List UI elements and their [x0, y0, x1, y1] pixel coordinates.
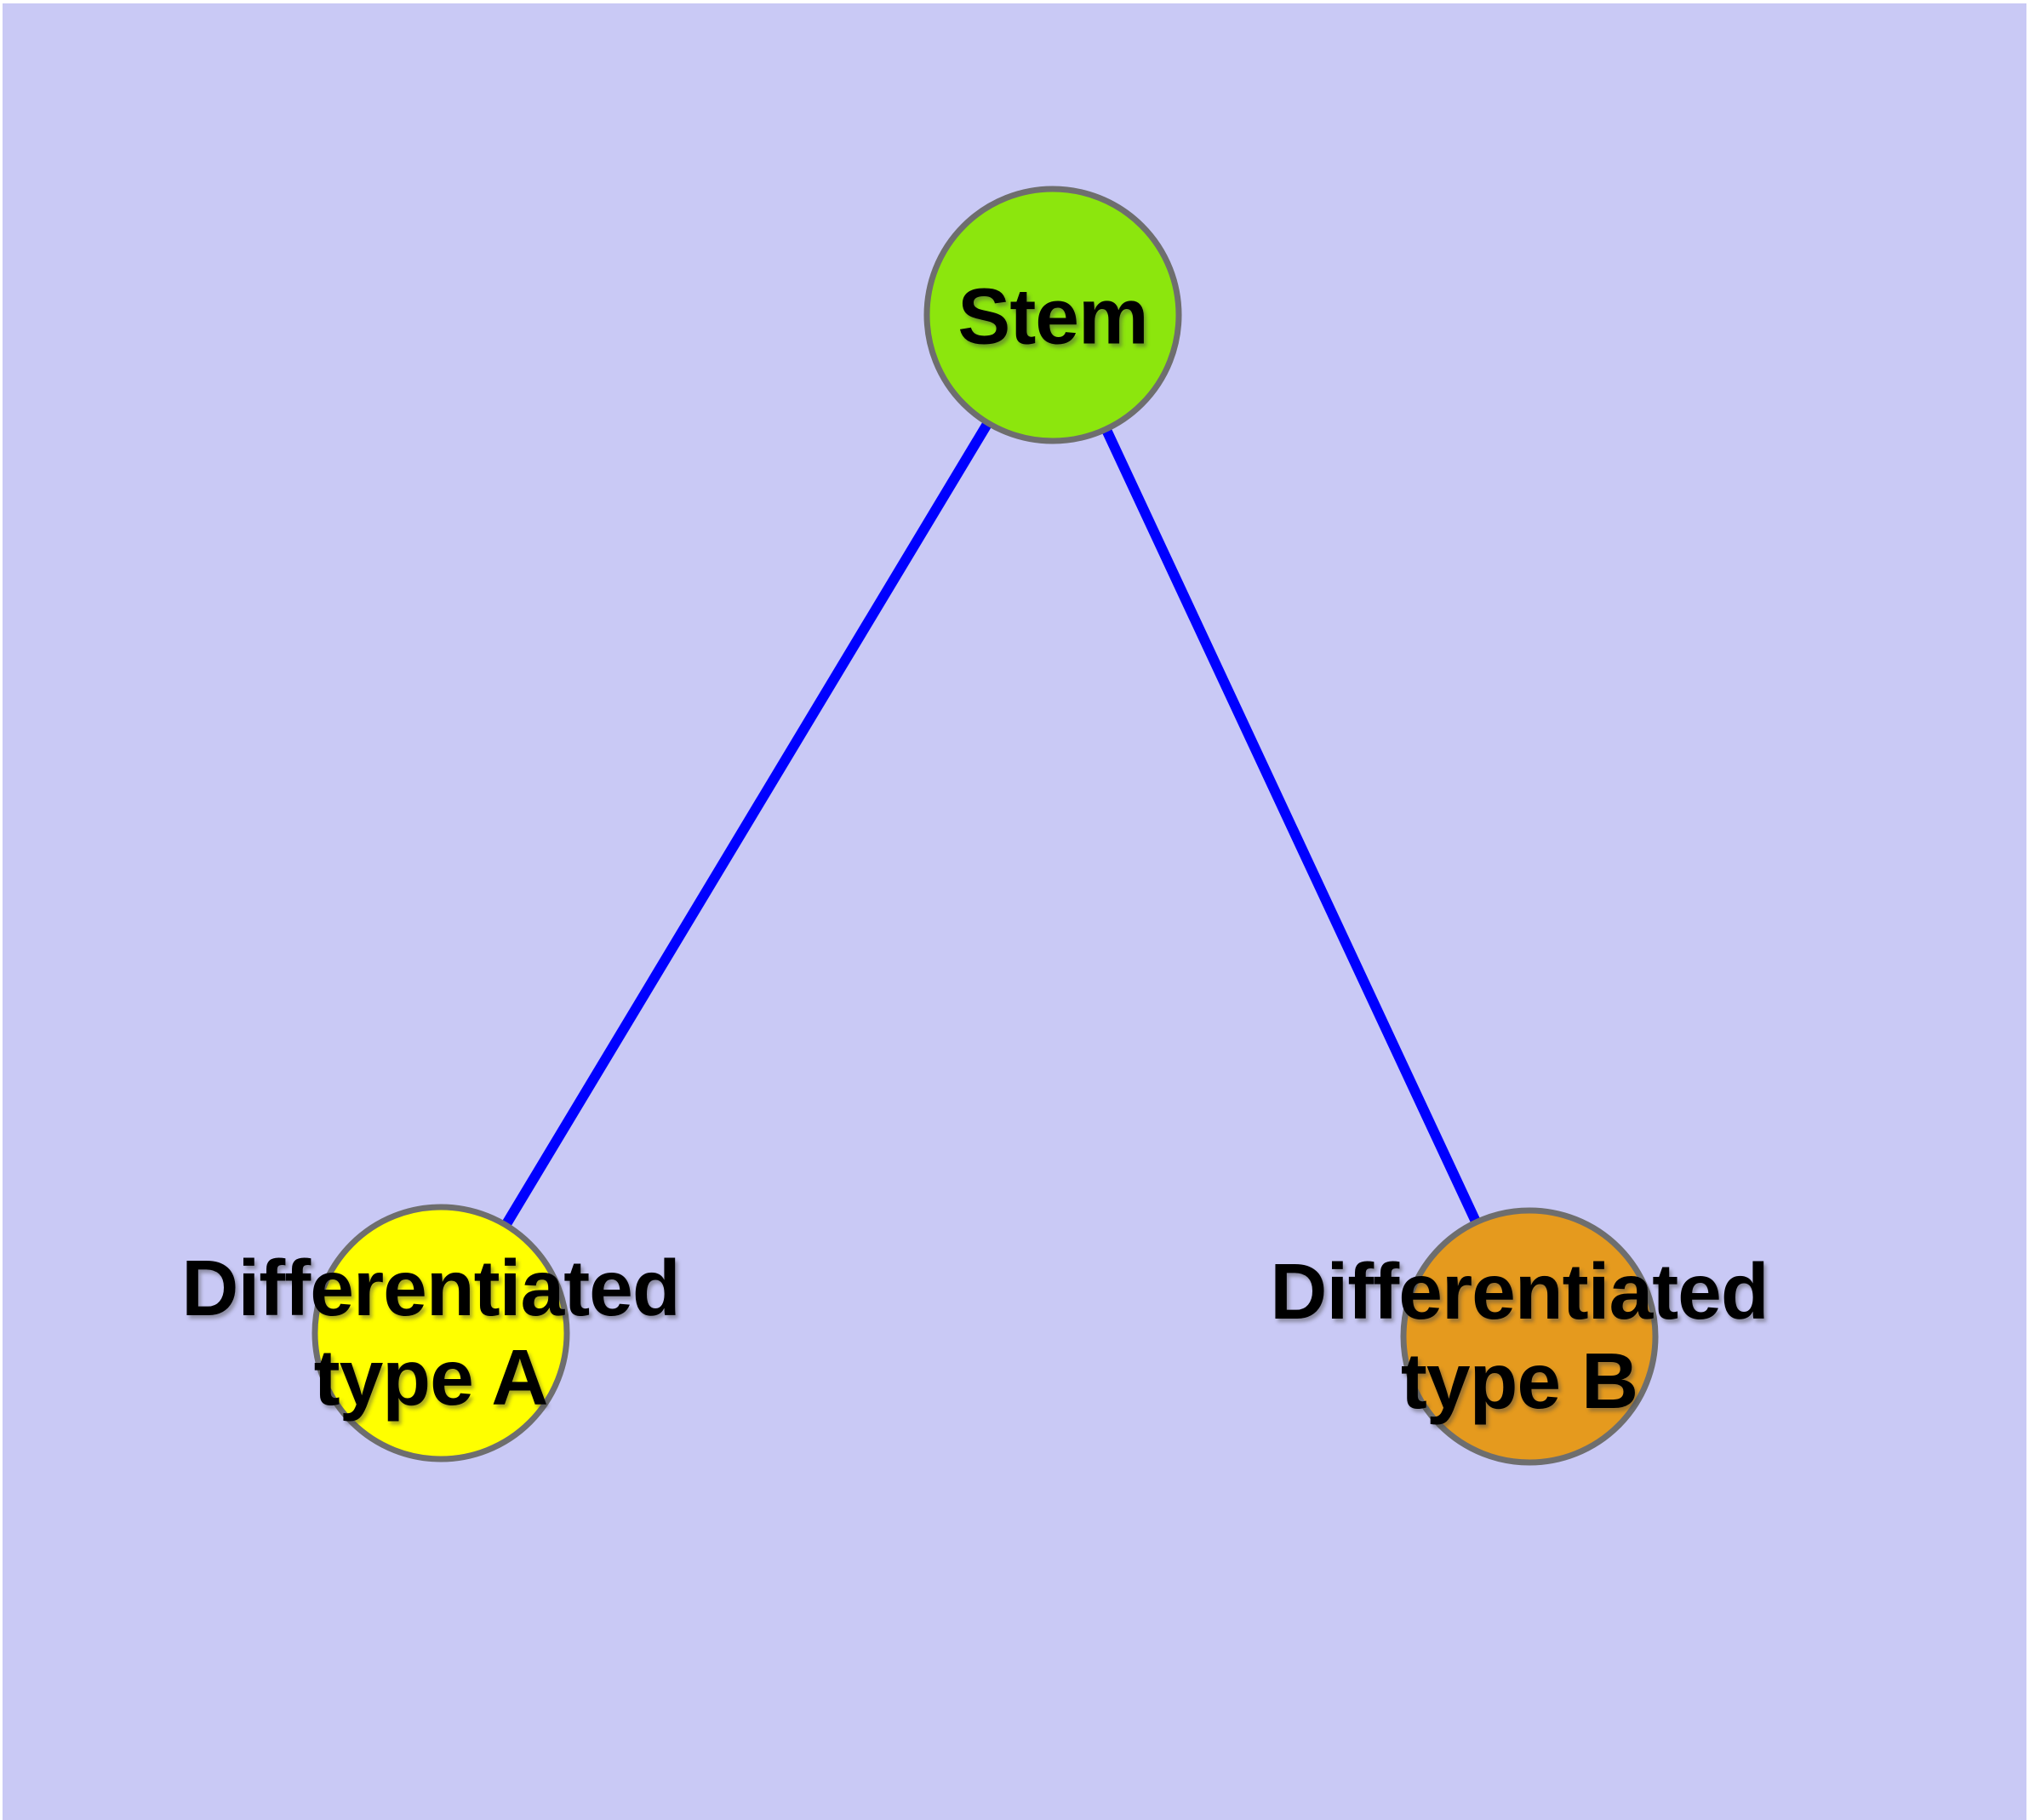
- edge-stem-to-type-b: [1048, 312, 1535, 1339]
- node-type-a-label-line1: Differentiated: [181, 1244, 680, 1332]
- node-type-b-label-line2: type B: [1400, 1336, 1638, 1425]
- node-stem-label: Stem: [957, 272, 1148, 361]
- node-type-a-circle: [311, 1204, 570, 1462]
- node-stem-circle: [923, 186, 1182, 444]
- edge-stem-to-type-a: [436, 312, 1058, 1336]
- node-type-a-label-line2: type A: [313, 1333, 549, 1422]
- node-type-b-label-line1: Differentiated: [1270, 1247, 1769, 1336]
- node-type-b-label: Differentiated type B: [1270, 1247, 1769, 1426]
- node-type-a-label: Differentiated type A: [181, 1244, 680, 1422]
- node-type-b-circle: [1400, 1207, 1659, 1466]
